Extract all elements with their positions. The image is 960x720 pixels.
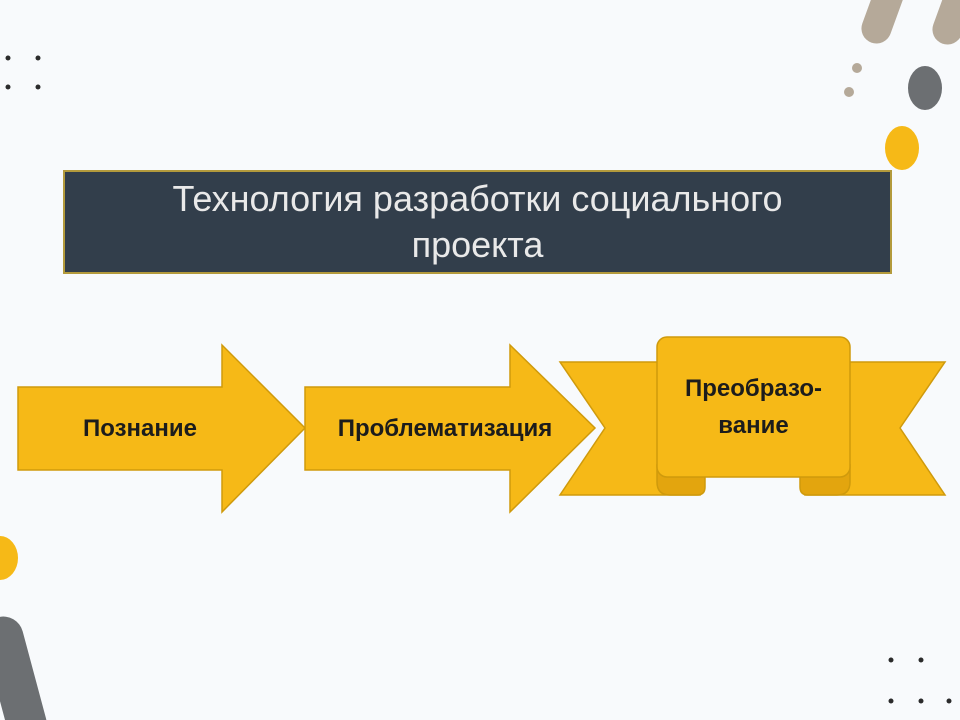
decor-half-circle-yellow (0, 536, 18, 580)
title-line-2: проекта (411, 224, 544, 265)
step-label-2: Проблематизация (337, 414, 553, 442)
decor-dots-bottom-right (888, 657, 952, 704)
decor-capsule-gray (0, 616, 47, 720)
title-box: Технология разработки социального проект… (63, 170, 892, 274)
step-label-3: Преобразо- вание (657, 370, 850, 444)
decor-dot (35, 84, 41, 90)
decor-capsule-taupe (932, 0, 960, 45)
step-label-1: Познание (83, 414, 197, 442)
decor-circle-gray (908, 66, 942, 110)
step-arrow-1 (17, 343, 307, 514)
decor-dots-top-left (5, 55, 41, 90)
step-label-3-line-1: Преобразо- (684, 375, 823, 402)
decor-dot (35, 55, 41, 61)
step-arrow-2 (304, 343, 597, 514)
decor-dot-taupe (844, 87, 854, 97)
decor-dot (918, 698, 924, 704)
decor-dot (946, 698, 952, 704)
ribbon-center-panel (656, 336, 851, 478)
step-label-3-line-2: вание (718, 412, 789, 439)
decor-capsule-taupe (861, 0, 909, 44)
step-ribbon-3 (558, 336, 947, 496)
decor-dot (918, 657, 924, 663)
decor-dot (888, 657, 894, 663)
decor-shapes-bottom-left (0, 536, 47, 720)
decor-shapes-top-right (844, 0, 960, 170)
decor-dot-taupe (852, 63, 862, 73)
title-line-1: Технология разработки социального (172, 178, 783, 219)
decor-dot (5, 84, 11, 90)
decor-circle-yellow (885, 126, 919, 170)
decor-dot (5, 55, 11, 61)
decor-dot (888, 698, 894, 704)
